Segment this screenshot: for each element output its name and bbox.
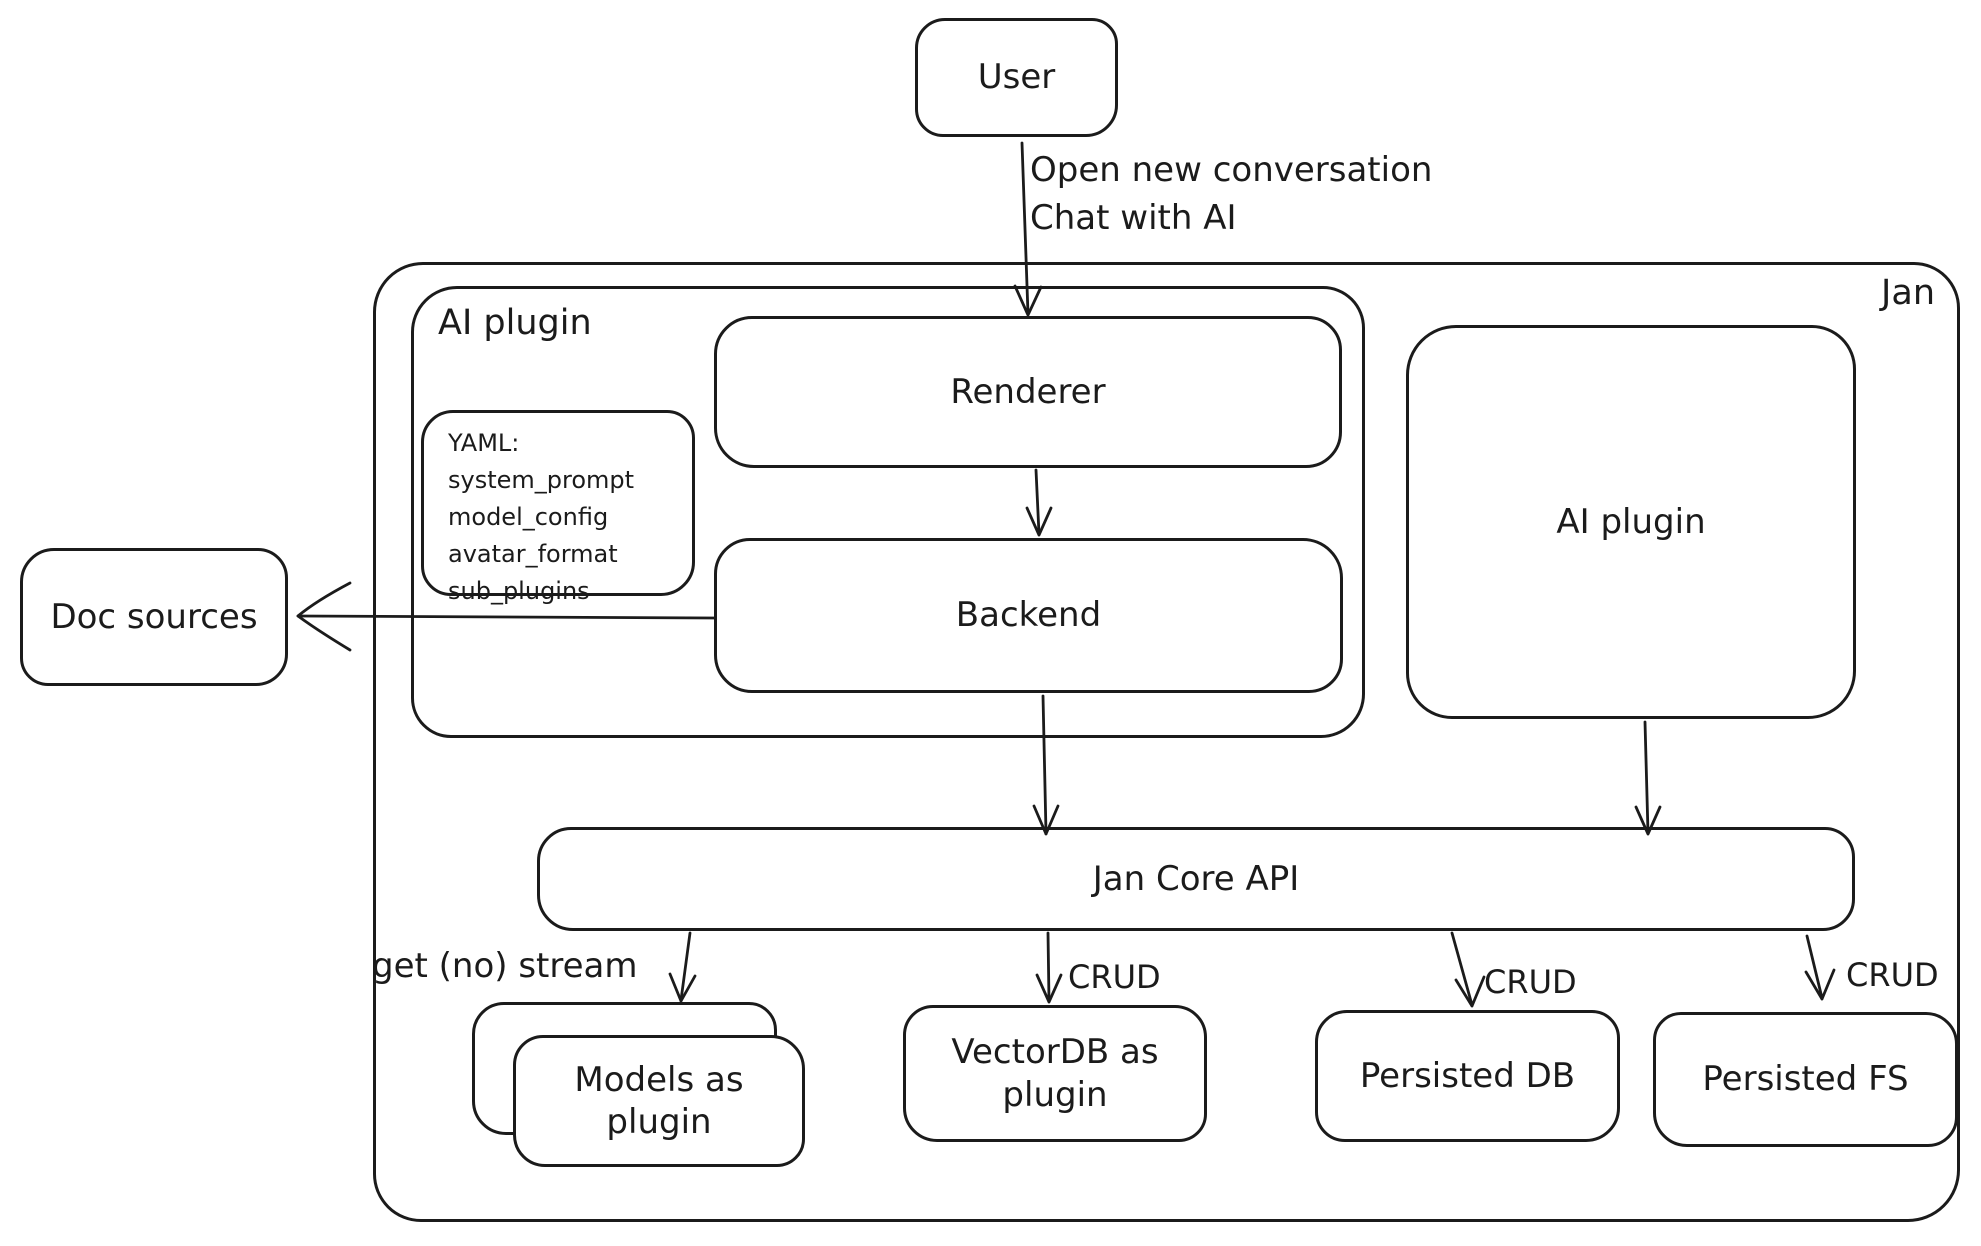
ai-plugin-node: AI plugin [1406, 325, 1856, 719]
yaml-note-line: sub_plugins [448, 577, 590, 605]
persisted-db-node: Persisted DB [1315, 1010, 1620, 1142]
user-node-label: User [977, 57, 1056, 98]
jan-core-api-node-label: Jan Core API [1092, 858, 1300, 899]
yaml-note-line: model_config [448, 503, 609, 531]
edge-label-crud-persisted-db: CRUD [1484, 963, 1577, 1001]
jan-container: Jan [373, 262, 1960, 1222]
yaml-note-line: avatar_format [448, 540, 618, 568]
doc-sources-node-label: Doc sources [50, 596, 258, 637]
edge-label-open-conversation-line2: Chat with AI [1030, 198, 1237, 238]
vectordb-as-plugin-node-label: VectorDB as plugin [951, 1032, 1159, 1115]
persisted-fs-node-label: Persisted FS [1702, 1059, 1909, 1100]
edge-label-get-no-stream: get (no) stream [372, 946, 638, 986]
ai-plugin-container: AI plugin [411, 286, 1365, 738]
renderer-node: Renderer [714, 316, 1342, 468]
jan-container-label: Jan [1881, 273, 1935, 313]
edge-label-crud-vectordb: CRUD [1068, 958, 1161, 996]
vectordb-as-plugin-node: VectorDB as plugin [903, 1005, 1207, 1142]
edge-label-crud-persisted-fs: CRUD [1846, 956, 1939, 994]
user-node: User [915, 18, 1118, 137]
ai-plugin-node-label: AI plugin [1556, 501, 1706, 542]
backend-node-label: Backend [955, 595, 1102, 636]
edge-label-open-conversation-line1: Open new conversation [1030, 150, 1433, 190]
models-as-plugin-node-label: Models as plugin [574, 1059, 744, 1143]
yaml-note: YAML: system_prompt model_config avatar_… [421, 410, 695, 605]
yaml-note-line: YAML: [448, 429, 520, 457]
yaml-note-line: system_prompt [448, 466, 635, 494]
persisted-fs-node: Persisted FS [1653, 1012, 1958, 1147]
doc-sources-node: Doc sources [20, 548, 288, 686]
jan-core-api-node: Jan Core API [537, 827, 1855, 931]
backend-node: Backend [714, 538, 1343, 693]
ai-plugin-container-label: AI plugin [438, 303, 592, 343]
renderer-node-label: Renderer [950, 371, 1106, 412]
edge-label-open-conversation: Open new conversation Chat with AI [1030, 146, 1432, 242]
persisted-db-node-label: Persisted DB [1359, 1055, 1576, 1096]
models-as-plugin-node: Models as plugin [513, 1035, 805, 1167]
